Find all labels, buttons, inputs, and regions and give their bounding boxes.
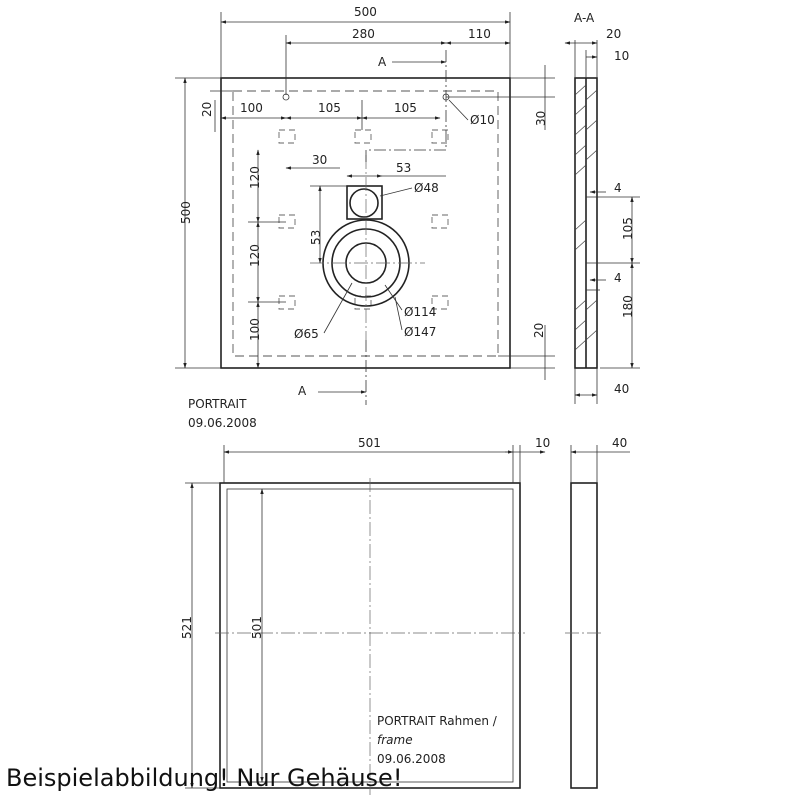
dim-120-b: 120 [248, 244, 262, 267]
frame-dim-501-height: 501 [250, 616, 264, 639]
section-dim-180: 180 [621, 295, 635, 318]
section-label: A-A [574, 11, 595, 25]
dim-100-top: 100 [240, 101, 263, 115]
dim-d114: Ø114 [404, 305, 436, 319]
top-view-date: 09.06.2008 [188, 416, 257, 430]
square-cutout [346, 185, 383, 220]
dim-105-a: 105 [318, 101, 341, 115]
dim-30-inner: 30 [312, 153, 327, 167]
dim-hole-d10: Ø10 [470, 113, 495, 127]
top-view [175, 12, 555, 405]
circle-d48 [349, 188, 379, 218]
frame-dim-501-width: 501 [358, 436, 381, 450]
section-dim-40: 40 [614, 382, 629, 396]
frame-view [185, 445, 630, 795]
section-view: A-A [564, 11, 640, 404]
frame-date: 09.06.2008 [377, 752, 446, 766]
mounting-slots [278, 129, 449, 310]
frame-title: PORTRAIT Rahmen / [377, 714, 498, 728]
dim-120-a: 120 [248, 166, 262, 189]
top-view-title: PORTRAIT [188, 397, 247, 411]
section-cut-line [365, 50, 447, 165]
section-dim-10: 10 [614, 49, 629, 63]
panel-outline [220, 77, 511, 369]
cut-marker-bottom-a: A [298, 384, 307, 398]
dim-100-bottom: 100 [248, 318, 262, 341]
dim-105-b: 105 [394, 101, 417, 115]
panel-inner-hidden-border [232, 90, 499, 357]
dim-53-left: 53 [309, 230, 323, 245]
frame-dim-10: 10 [535, 436, 550, 450]
dim-height-500: 500 [179, 201, 193, 224]
dim-280: 280 [352, 27, 375, 41]
cut-marker-top-a: A [378, 55, 387, 69]
dim-d48: Ø48 [414, 181, 439, 195]
dim-d147: Ø147 [404, 325, 436, 339]
dim-d65: Ø65 [294, 327, 319, 341]
frame-subtitle: frame [377, 733, 413, 747]
dim-20-left: 20 [200, 102, 214, 117]
frame-dim-40: 40 [612, 436, 627, 450]
frame-dim-521: 521 [180, 616, 194, 639]
dim-30-right: 30 [534, 111, 548, 126]
dim-110: 110 [468, 27, 491, 41]
dim-width-500: 500 [354, 5, 377, 19]
section-dim-4-top: 4 [614, 181, 622, 195]
section-dim-4-bottom: 4 [614, 271, 622, 285]
caption: Beispielabbildung! Nur Gehäuse! [6, 764, 402, 792]
dim-53-top: 53 [396, 161, 411, 175]
dim-20-bottom-right: 20 [532, 323, 546, 338]
section-dim-20: 20 [606, 27, 621, 41]
section-dim-105: 105 [621, 217, 635, 240]
